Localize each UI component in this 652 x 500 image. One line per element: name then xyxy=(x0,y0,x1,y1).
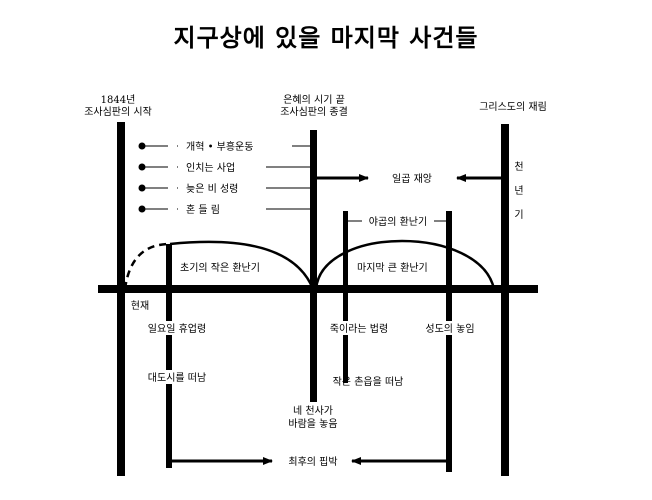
millennium-char-2: 년 xyxy=(514,185,523,197)
sunday-law-label: 일요일 휴업령 xyxy=(148,322,206,335)
jacobs-trouble-label: 야곱의 환난기 xyxy=(369,216,427,228)
four-angels-label-1: 네 천사가 xyxy=(293,405,333,417)
bar-end-of-grace xyxy=(310,130,317,402)
bar-jacob-left xyxy=(343,211,348,383)
leave-villages-label: 작은 촌읍을 떠남 xyxy=(333,376,404,388)
millennium-char-3: 기 xyxy=(514,209,523,221)
great-trouble-arc xyxy=(314,239,496,290)
bar-jacob-right xyxy=(446,211,452,472)
label-second-coming: 그리스도의 재림 xyxy=(479,101,547,113)
bullet-shaking xyxy=(138,205,146,213)
bullet-sealing-label: 인치는 사업 xyxy=(186,161,235,174)
little-trouble-label: 초기의 작은 환난기 xyxy=(180,262,260,274)
main-timeline xyxy=(98,285,538,293)
millennium-char-1: 천 xyxy=(514,161,523,173)
label-end-of-grace: 은혜의 시기 끝 xyxy=(283,94,345,106)
label-investigative-judgment-end: 조사심판의 종결 xyxy=(280,106,348,118)
early-trouble-arc-solid xyxy=(169,240,315,290)
bullet-reform-label: 개혁 • 부흥운동 xyxy=(186,140,253,153)
bullet-sealing xyxy=(138,163,146,171)
seven-plagues-label: 일곱 재앙 xyxy=(392,173,432,185)
leave-cities-label: 대도시를 떠남 xyxy=(148,372,206,384)
death-decree-label: 죽이라는 법령 xyxy=(330,323,388,335)
present-label: 현재 xyxy=(131,300,149,312)
great-trouble-label: 마지막 큰 환난기 xyxy=(357,262,428,274)
label-investigative-judgment-start: 조사심판의 시작 xyxy=(84,106,152,118)
bullet-reform xyxy=(138,142,146,150)
bar-present xyxy=(166,244,172,468)
bullet-latter-rain xyxy=(138,184,146,192)
bullet-shaking-label: 혼 들 림 xyxy=(186,203,220,216)
label-1844: 1844년 xyxy=(101,94,136,106)
bar-1844 xyxy=(117,122,125,476)
page-title: 지구상에 있을 마지막 사건들 xyxy=(173,24,479,52)
four-angels-label-2: 바람을 놓음 xyxy=(288,417,337,430)
early-trouble-arc xyxy=(123,242,171,290)
bullet-latter-rain-label: 늦은 비 성령 xyxy=(186,183,238,195)
final-persecution-label: 최후의 핍박 xyxy=(288,456,337,468)
bar-second-coming xyxy=(501,124,509,476)
deliverance-label: 성도의 놓임 xyxy=(425,322,474,335)
